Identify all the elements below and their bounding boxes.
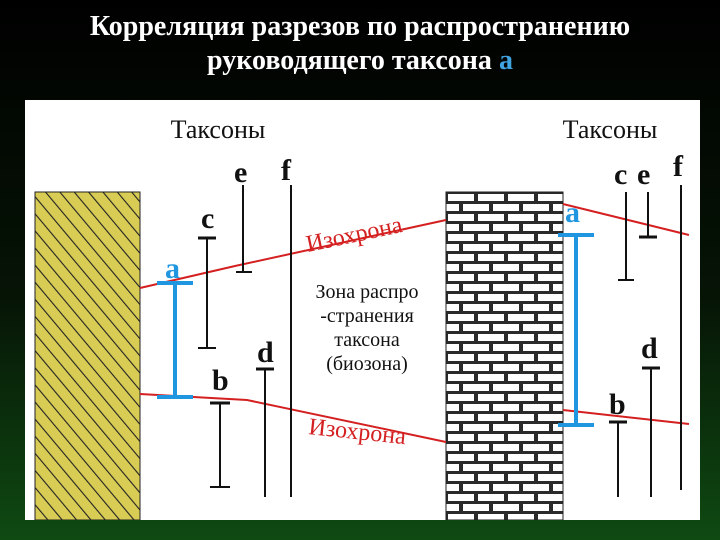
isochron-lower-line-right: [562, 409, 690, 425]
biozone-label-line-3: таксона: [334, 329, 400, 351]
right-taxa-header: Таксоны: [563, 115, 658, 144]
right-taxon-f-label: f: [673, 150, 684, 183]
left-taxon-a-label: а: [165, 252, 180, 285]
title-line-2-text: руководящего таксона: [207, 45, 499, 76]
right-taxon-c-label: c: [614, 158, 627, 191]
biozone-label-line-1: Зона распро: [315, 281, 418, 303]
left-taxon-c-range: [198, 236, 216, 349]
left-taxon-a-range: [157, 281, 193, 399]
isochron-lower-label: Изохрона: [307, 414, 407, 450]
left-taxon-b-label: b: [212, 364, 229, 397]
biozone-label: Зона распро -странения таксона (биозона): [315, 281, 418, 375]
left-rock-column: [34, 191, 141, 520]
right-taxon-e-label: e: [637, 158, 650, 191]
isochron-upper-label: Изохрона: [304, 212, 405, 258]
left-taxon-f-label: f: [281, 154, 292, 187]
correlation-diagram: Таксоны Таксоны а c e f b d а c e f b d …: [34, 115, 690, 520]
right-taxon-a-range: [558, 233, 594, 427]
biozone-label-line-4: (биозона): [326, 353, 408, 375]
left-taxon-b-range: [210, 401, 230, 488]
left-taxon-d-label: d: [257, 336, 274, 369]
title-line-2: руководящего таксона а: [0, 44, 720, 78]
title-accent-taxon: а: [498, 45, 513, 76]
left-taxa-header: Таксоны: [171, 115, 266, 144]
isochron-upper-line: [139, 219, 447, 289]
right-taxon-d-range: [642, 366, 660, 497]
diagram-panel: Таксоны Таксоны а c e f b d а c e f b d …: [25, 100, 700, 520]
right-taxon-b-range: [609, 420, 627, 497]
left-taxon-c-label: c: [201, 202, 214, 235]
right-taxon-e-range: [639, 192, 657, 239]
left-taxon-d-range: [256, 367, 274, 497]
right-rock-column: [445, 191, 564, 520]
slide-title: Корреляция разрезов по распространению р…: [0, 10, 720, 78]
left-taxon-e-range: [236, 185, 252, 273]
right-taxon-b-label: b: [609, 388, 626, 421]
right-taxon-c-range: [618, 192, 634, 281]
right-taxon-d-label: d: [641, 332, 658, 365]
right-taxon-a-label: а: [565, 196, 580, 229]
left-taxon-e-label: e: [234, 156, 247, 189]
biozone-label-line-2: -странения: [320, 305, 414, 327]
title-line-1: Корреляция разрезов по распространению: [89, 11, 631, 42]
